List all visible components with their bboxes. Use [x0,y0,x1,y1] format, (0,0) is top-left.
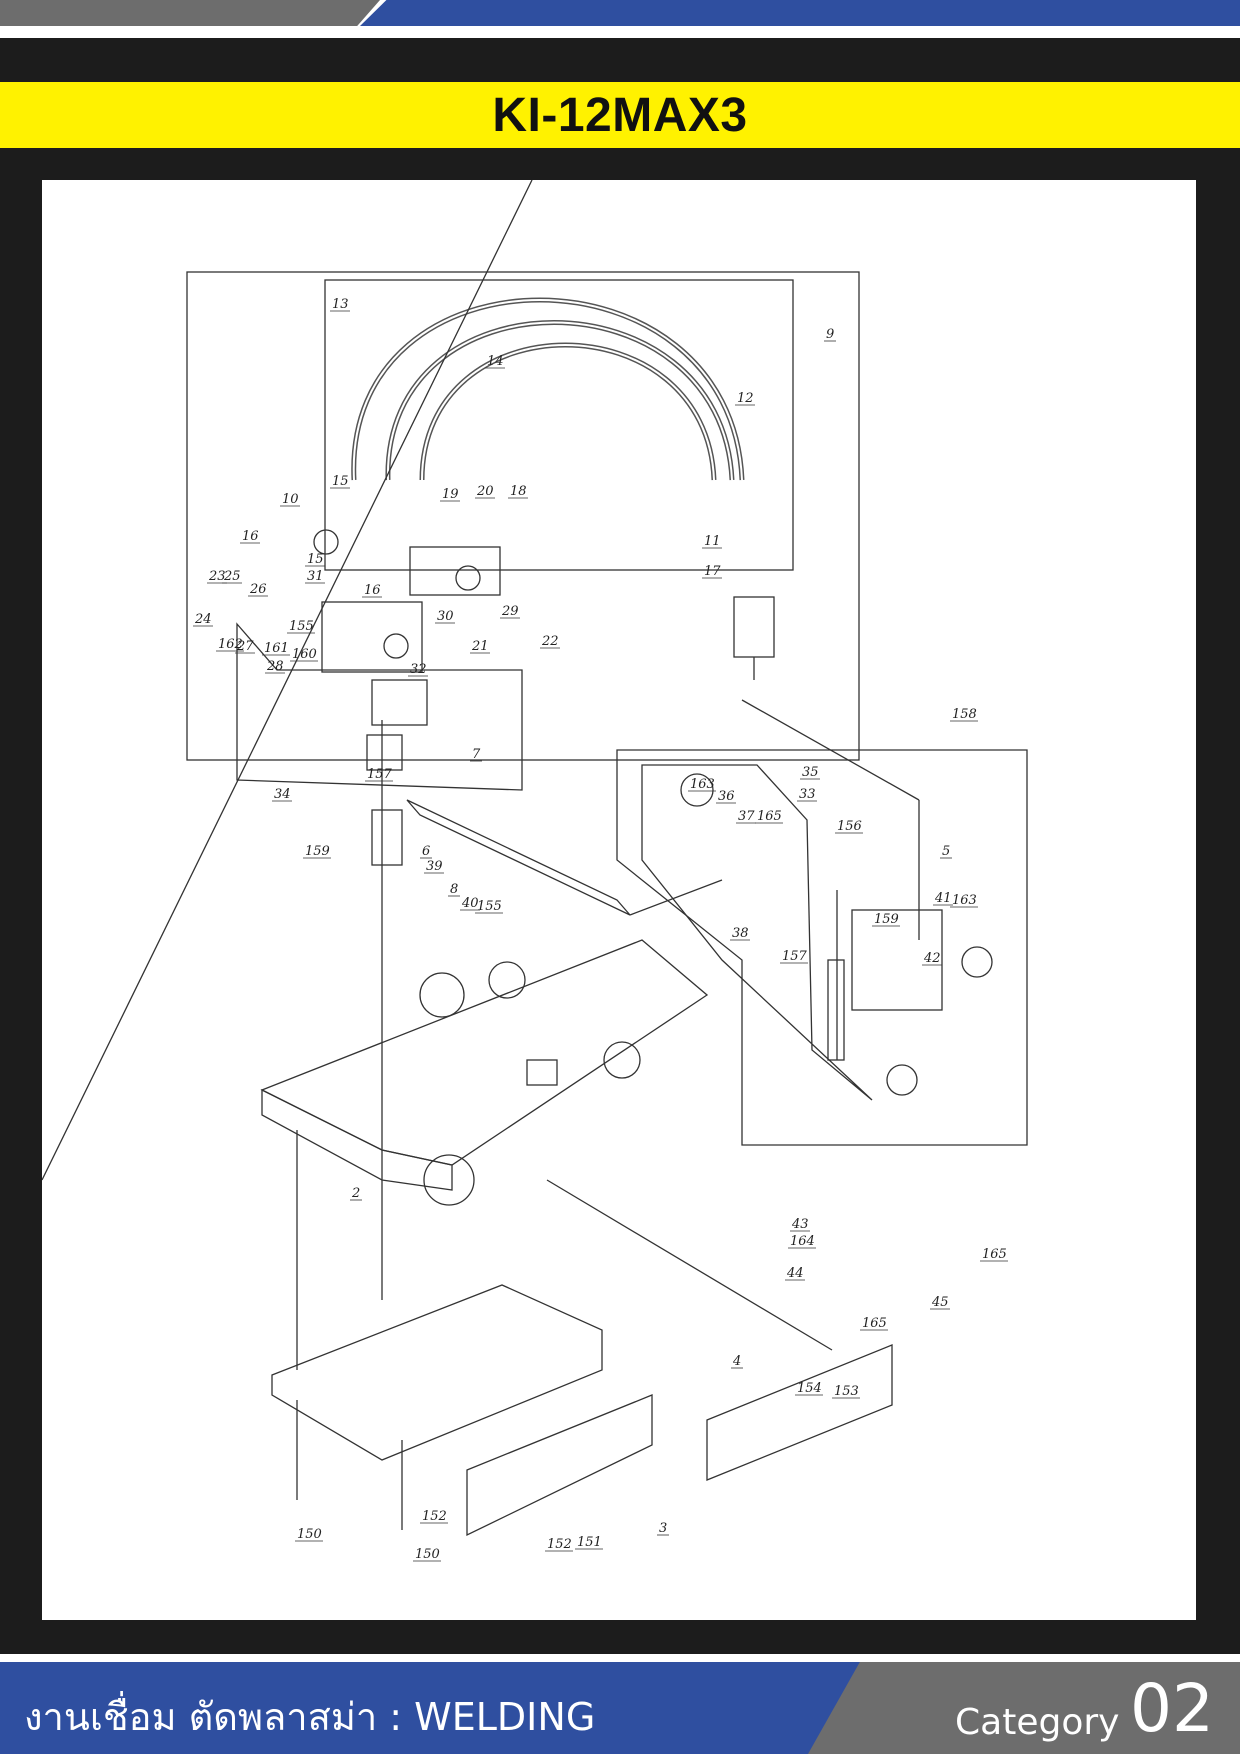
part-number-label: 31 [307,569,324,584]
part-number-label: 165 [862,1316,887,1331]
part-number-label: 25 [223,569,241,584]
part-number-label: 38 [732,926,749,941]
part-number-label: 28 [266,659,284,674]
part-number-label: 157 [367,767,393,782]
part-number-label: 160 [292,647,317,662]
part-number-label: 162 [218,637,243,652]
part-number-label: 21 [471,639,489,654]
part-number-label: 153 [834,1384,859,1399]
footer-grey-bar [808,1662,1240,1754]
part-number-label: 24 [194,612,212,627]
part-number-label: 157 [782,949,808,964]
part-number-label: 158 [952,707,977,722]
part-number-label: 11 [704,534,721,549]
part-number-label: 163 [690,777,715,792]
part-number-label: 35 [802,765,819,780]
part-number-label: 19 [442,487,459,502]
part-number-label: 34 [274,787,291,802]
part-number-label: 40 [461,896,479,911]
part-number-label: 13 [332,297,349,312]
top-grey-stripe [0,0,380,26]
part-number-label: 161 [264,641,289,656]
part-number-label: 151 [577,1535,602,1550]
part-number-label: 159 [874,912,899,927]
footer-category-text: งานเชื่อม ตัดพลาสม่า : WELDING [24,1695,596,1739]
hose-inner-box [324,279,794,571]
part-number-label: 152 [422,1509,447,1524]
part-number-label: 155 [289,619,314,634]
part-number-label: 14 [487,354,504,369]
part-number-label: 30 [437,609,454,624]
part-number-label: 43 [791,1217,809,1232]
part-number-label: 18 [510,484,527,499]
part-number-label: 44 [786,1266,804,1281]
top-blue-stripe [360,0,1240,26]
part-number-label: 15 [307,552,324,567]
part-number-label: 22 [541,634,559,649]
part-number-label: 10 [282,492,299,507]
part-number-label: 33 [799,787,816,802]
part-number-label: 165 [982,1247,1007,1262]
footer-blue-bar [0,1662,880,1754]
part-number-label: 27 [236,639,254,654]
part-number-label: 155 [477,899,502,914]
part-number-label: 20 [476,484,494,499]
part-number-label: 150 [297,1527,322,1542]
part-number-label: 164 [790,1234,815,1249]
part-number-label: 42 [923,951,941,966]
part-number-label: 5 [942,844,950,859]
part-number-label: 152 [547,1537,572,1552]
part-number-label: 7 [472,747,481,762]
part-number-label: 15 [332,474,349,489]
part-number-label: 9 [826,327,834,342]
part-number-label: 150 [415,1547,440,1562]
part-number-label: 4 [732,1354,741,1369]
category-label: Category [955,1702,1120,1743]
part-number-label: 26 [249,582,267,597]
part-number-label: 17 [704,564,721,579]
hose-assembly-box [186,271,860,761]
part-number-label: 8 [450,882,458,897]
part-number-label: 2 [351,1186,360,1201]
part-number-label: 32 [410,662,427,677]
part-number-label: 159 [305,844,330,859]
page-title: KI-12MAX3 [492,88,748,142]
category-number: 02 [1130,1670,1214,1747]
part-number-label: 29 [501,604,519,619]
part-number-label: 45 [931,1295,949,1310]
part-number-label: 12 [737,391,754,406]
part-number-label: 6 [422,844,430,859]
part-number-label: 39 [426,859,443,874]
part-number-label: 23 [208,569,226,584]
part-number-label: 16 [364,583,381,598]
part-number-label: 154 [797,1381,822,1396]
part-number-label: 165 [757,809,782,824]
part-number-label: 3 [659,1521,667,1536]
part-number-label: 36 [718,789,735,804]
part-number-label: 16 [242,529,259,544]
part-number-label: 163 [952,893,977,908]
part-number-label: 156 [837,819,862,834]
title-bar: KI-12MAX3 [0,82,1240,148]
part-number-label: 37 [738,809,755,824]
part-number-label: 41 [934,891,952,906]
